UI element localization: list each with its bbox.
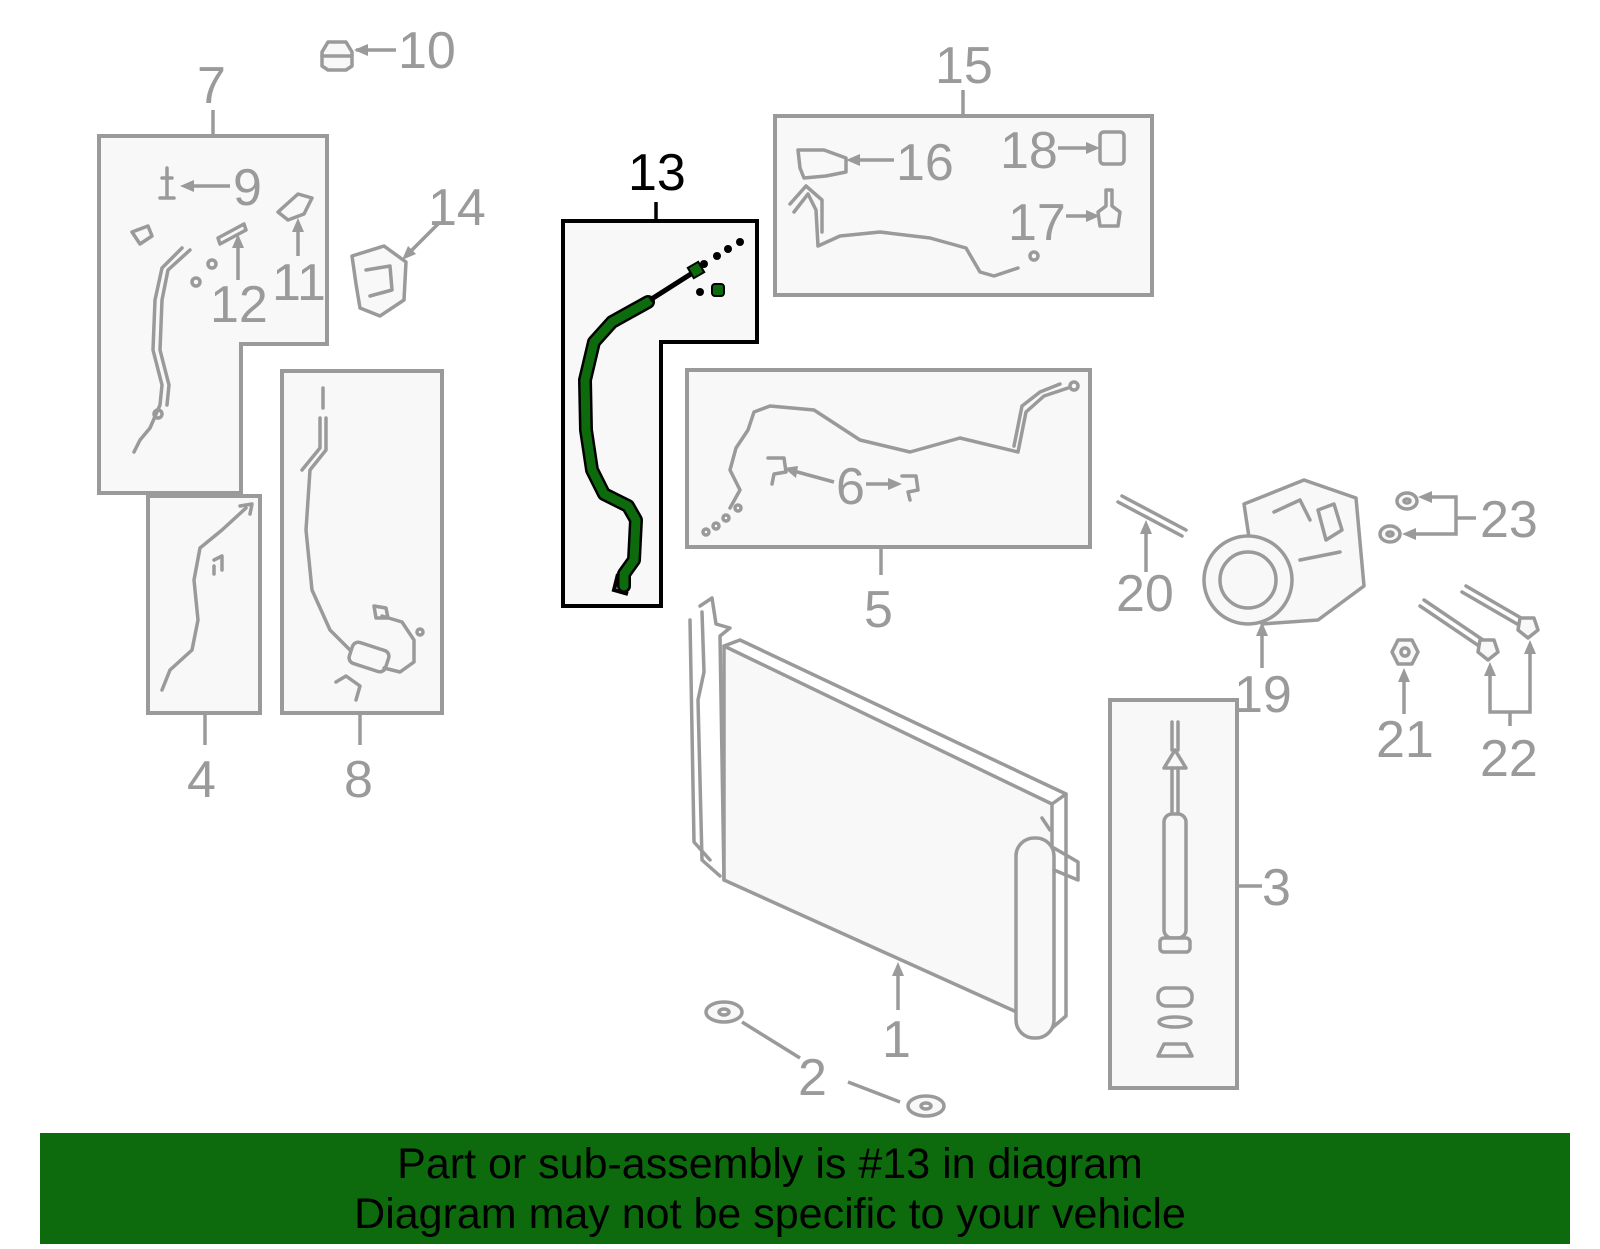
banner-line-1: Part or sub-assembly is #13 in diagram xyxy=(397,1140,1143,1188)
callout-10: 10 xyxy=(398,22,456,80)
callout-21: 21 xyxy=(1376,711,1434,769)
part-4-line xyxy=(160,502,254,692)
box-5 xyxy=(685,368,1092,549)
callout-19: 19 xyxy=(1234,666,1292,724)
callout-8: 8 xyxy=(344,751,373,809)
part-22-bolt xyxy=(1418,584,1540,726)
part-2-mount xyxy=(704,1000,946,1118)
part-5-line xyxy=(701,380,1080,537)
part-13-hose-highlighted xyxy=(578,238,744,596)
box-7 xyxy=(97,134,329,495)
callout-22: 22 xyxy=(1480,730,1538,788)
callout-3: 3 xyxy=(1262,859,1291,917)
info-banner: Part or sub-assembly is #13 in diagram D… xyxy=(40,1133,1570,1244)
part-10-cap xyxy=(320,40,396,72)
part-3-drier xyxy=(1156,720,1194,1058)
callout-14: 14 xyxy=(428,179,486,237)
callout-17: 17 xyxy=(1008,194,1066,252)
callout-16: 16 xyxy=(896,134,954,192)
part-15-line xyxy=(788,130,1126,278)
callout-23: 23 xyxy=(1480,491,1538,549)
callout-7: 7 xyxy=(197,57,226,115)
part-23-washer xyxy=(1378,491,1476,544)
part-7-line xyxy=(130,166,314,454)
part-21-nut xyxy=(1390,638,1420,714)
part-14-bracket xyxy=(350,220,442,318)
callout-15: 15 xyxy=(935,37,993,95)
callout-9: 9 xyxy=(233,159,262,217)
callout-11: 11 xyxy=(272,254,326,312)
part-20-pin xyxy=(1116,494,1188,572)
box-15 xyxy=(773,114,1154,297)
callout-18: 18 xyxy=(1000,122,1058,180)
callout-20: 20 xyxy=(1116,565,1174,623)
callout-6: 6 xyxy=(836,458,865,516)
callout-4: 4 xyxy=(187,751,216,809)
callout-12: 12 xyxy=(210,276,268,334)
callout-2: 2 xyxy=(798,1049,827,1107)
callout-13: 13 xyxy=(628,144,686,202)
part-19-compressor xyxy=(1202,478,1366,668)
callout-5: 5 xyxy=(864,581,893,639)
part-8-line xyxy=(300,386,425,702)
banner-line-2: Diagram may not be specific to your vehi… xyxy=(354,1190,1186,1238)
callout-1: 1 xyxy=(882,1011,911,1069)
part-1-condenser xyxy=(688,596,1080,1040)
